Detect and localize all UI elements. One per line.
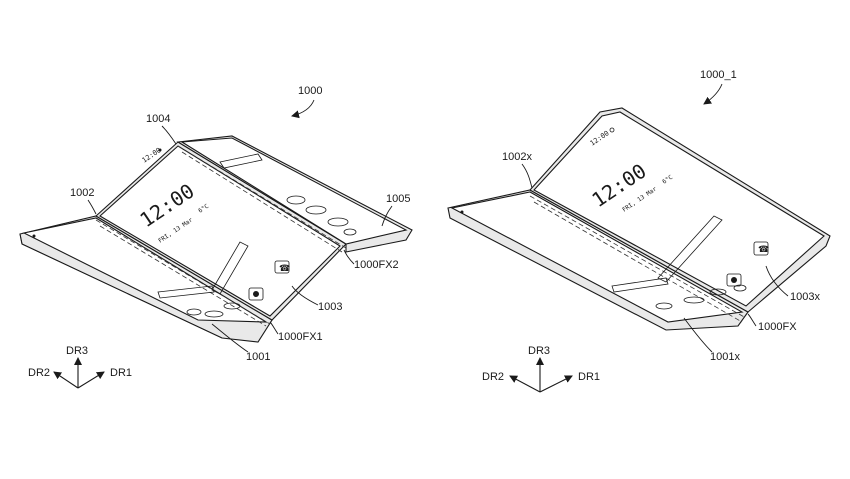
ui-window-left (211, 241, 249, 295)
hinge-line-1000fx1-b (99, 225, 267, 327)
app-icons-right (655, 284, 747, 310)
ui-bar-left (157, 285, 215, 299)
left-panel-1002x (447, 189, 749, 331)
ref-1001: 1001 (246, 351, 270, 363)
camera-icon-right (726, 273, 742, 287)
hinge-line-1000fx-b (533, 201, 743, 323)
axis-dr3-right: DR3 (528, 345, 550, 357)
app-icons-left (186, 195, 357, 318)
ref-1000: 1000 (298, 85, 322, 97)
upper-panel-1001x (529, 107, 831, 313)
ref-1002: 1002 (70, 187, 94, 199)
ref-1002x: 1002x (502, 151, 532, 163)
axes-right: DR3 DR2 DR1 (482, 345, 600, 393)
ref-1000fx1: 1000FX1 (278, 331, 323, 343)
ref-1000fx: 1000FX (758, 321, 797, 333)
phone-icon-left (274, 260, 290, 274)
axis-dr3-left: DR3 (66, 345, 88, 357)
ui-window-right (657, 215, 723, 283)
axis-dr2-right: DR2 (482, 371, 504, 383)
hinge-line-1000fx2 (177, 145, 347, 249)
axes-left: DR3 DR2 DR1 (28, 345, 132, 389)
phone-glyph-right: ☎ (758, 244, 769, 254)
ref-1000fx2: 1000FX2 (354, 259, 399, 271)
axis-dr1-left: DR1 (110, 367, 132, 379)
widget-bar-left (219, 153, 263, 169)
hinge-line-1000fx (529, 195, 747, 319)
camera-icon-left (248, 287, 264, 301)
ui-bar-right (611, 277, 669, 293)
ref-1004: 1004 (146, 113, 170, 125)
ref-1000-1: 1000_1 (700, 69, 737, 81)
ref-1005: 1005 (386, 193, 410, 205)
figure-left-tri-fold-device: 12:00 12:00 FRI, 13 Mar 6°C ☎ 1000 1004 … (19, 85, 413, 389)
axis-dr1-right: DR1 (578, 371, 600, 383)
hinge-line-1000fx1 (95, 219, 271, 325)
phone-icon-right (753, 241, 769, 256)
axis-dr2-left: DR2 (28, 367, 50, 379)
ref-1003x: 1003x (790, 291, 820, 303)
figure-right-bi-fold-device: 12:00 12:00 FRI, 13 Mar 6°C ☎ 1000_1 100… (447, 69, 831, 393)
ref-1001x: 1001x (710, 351, 740, 363)
ref-1003: 1003 (318, 301, 342, 313)
phone-glyph-left: ☎ (279, 263, 290, 273)
